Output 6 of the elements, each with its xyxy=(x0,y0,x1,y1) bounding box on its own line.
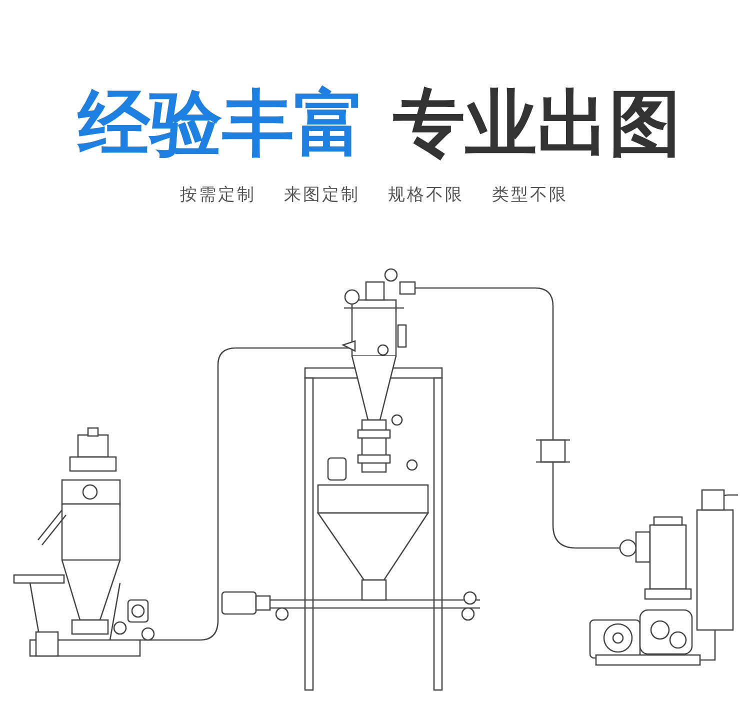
subtitle: 按需定制 xyxy=(180,184,256,207)
subtitle: 类型不限 xyxy=(492,184,568,207)
subtitle: 来图定制 xyxy=(284,184,360,207)
heading: 经验丰富 xyxy=(78,80,366,167)
heading: 专业出图 xyxy=(393,80,681,167)
subtitle: 规格不限 xyxy=(388,184,464,207)
